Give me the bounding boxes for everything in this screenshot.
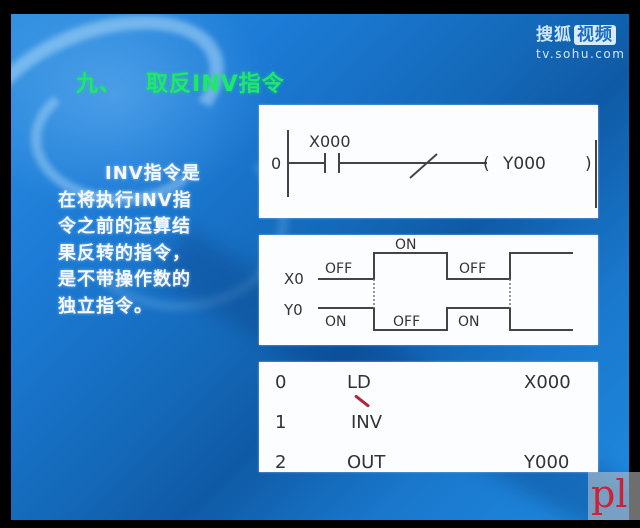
description-line: INV指令是 [105,163,201,184]
instruction-step: 0 [275,372,287,393]
title-number: 九、 [76,72,123,97]
title-text: 取反INV指令 [146,72,285,97]
state-label: ON [458,314,480,330]
slide-title: 九、取反INV指令 [76,66,285,98]
watermark-url: tv.sohu.com [536,47,626,61]
state-label: OFF [459,261,486,277]
state-label: ON [395,237,417,253]
contact-label: X000 [309,132,351,151]
instruction-operand: X000 [524,372,571,393]
background-glow [11,14,271,214]
instruction-operand: Y000 [524,452,570,473]
description-line: 独立指令。 [58,295,153,317]
instruction-step: 2 [275,452,287,473]
instruction-step: 1 [275,412,287,433]
instruction-op: OUT [347,452,386,473]
brand-text: 搜狐 [536,25,572,45]
description-line: 是不带操作数的 [58,269,191,290]
description-text: INV指令是 在将执行INV指 令之前的运算结 果反转的指令， 是不带操作数的 … [58,161,248,320]
state-label: OFF [325,261,352,277]
state-label: OFF [393,314,420,330]
timing-diagram: X0 Y0 OFF ON OFF ON OFF ON [283,237,573,331]
coil-close: ) [585,154,592,174]
coil-label: Y000 [502,154,546,174]
x0-waveform [318,252,573,280]
description-line: 在将执行INV指 [58,189,192,211]
timing-diagram-panel: X0 Y0 OFF ON OFF ON OFF ON [259,235,598,345]
signal-label-x0: X0 [284,270,304,288]
inv-slash-icon [409,153,438,179]
instruction-list-panel: 0 LD X000 1 INV 2 OUT Y000 [259,362,598,473]
coil-open: ( [483,154,490,174]
watermark-brand: 搜狐视频 [536,20,625,45]
corner-watermark: pl [588,472,640,520]
sohu-watermark: 搜狐视频 tv.sohu.com [536,20,625,61]
brand-badge: 视频 [574,25,616,45]
ladder-diagram: 0 X000 ( Y000 ) [271,130,597,208]
ladder-step-number: 0 [271,154,281,173]
corner-text: pl [591,472,628,516]
instruction-op: LD [347,372,371,393]
y0-waveform [318,307,573,331]
signal-label-y0: Y0 [283,301,303,319]
ladder-diagram-panel: 0 X000 ( Y000 ) [259,105,598,218]
instruction-op: INV [351,412,383,433]
description-line: 令之前的运算结 [58,216,191,237]
state-label: ON [325,314,347,330]
description-line: 果反转的指令， [58,242,191,264]
